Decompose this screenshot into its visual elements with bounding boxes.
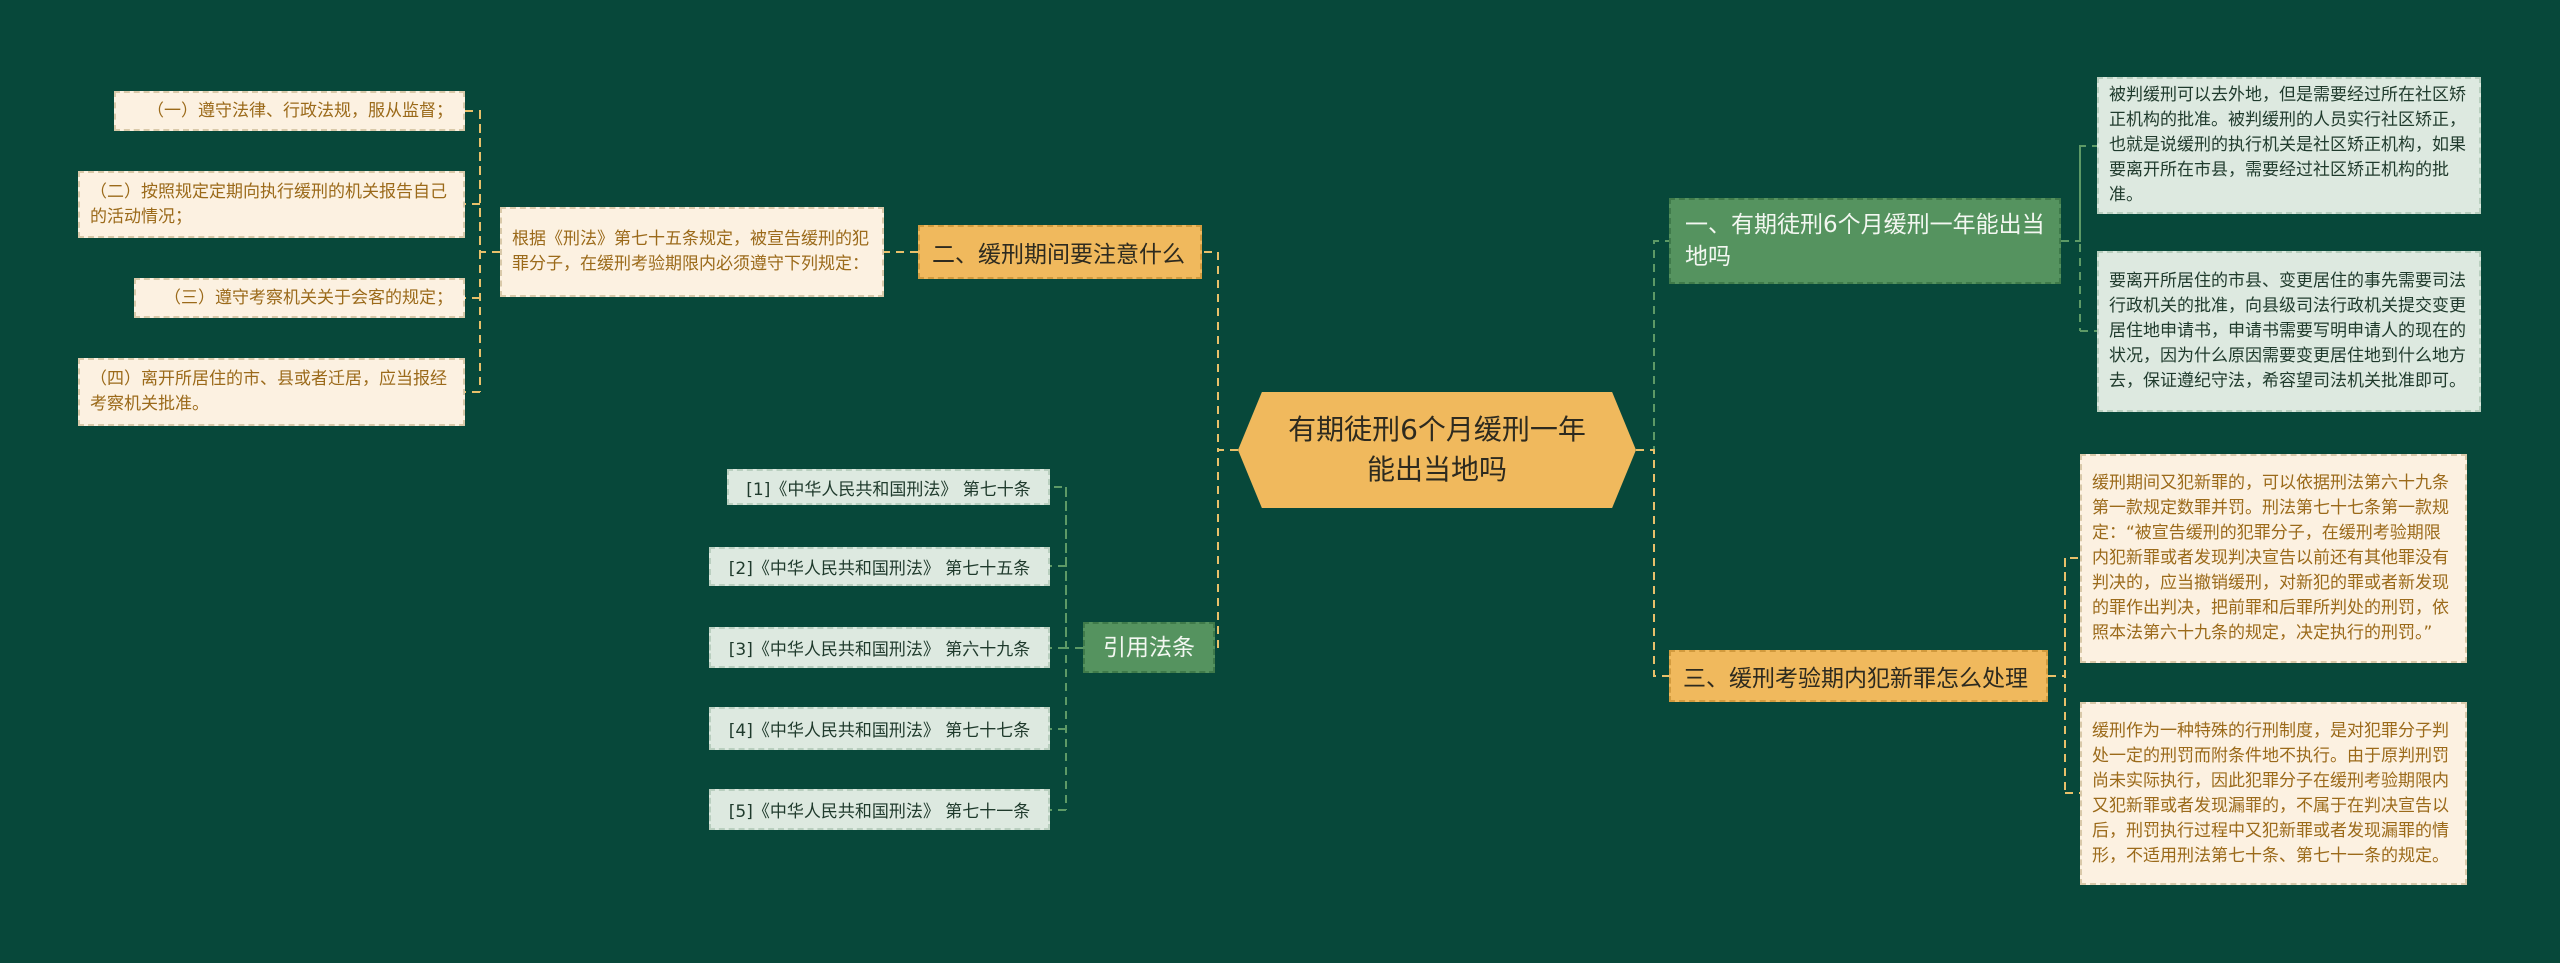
note-text: （三）遵守考察机关关于会客的规定； (164, 287, 453, 308)
branch-label: 二、缓刑期间要注意什么 (932, 242, 1185, 268)
reference-item[interactable]: [5]《中华人民共和国刑法》 第七十一条 (709, 789, 1050, 830)
ref-text: [4]《中华人民共和国刑法》 第七十七条 (728, 721, 1031, 741)
ref-text: [3]《中华人民共和国刑法》 第六十九条 (728, 640, 1031, 660)
branch-label: 一、有期徒刑6个月缓刑一年能出当地吗 (1685, 212, 2045, 270)
intro-note[interactable]: 根据《刑法》第七十五条规定，被宣告缓刑的犯罪分子，在缓刑考验期限内必须遵守下列规… (500, 207, 884, 297)
note-text: 根据《刑法》第七十五条规定，被宣告缓刑的犯罪分子，在缓刑考验期限内必须遵守下列规… (512, 229, 869, 274)
note-text: 缓刑作为一种特殊的行刑制度，是对犯罪分子判处一定的刑罚而附条件地不执行。由于原判… (2092, 720, 2449, 866)
branch-attention[interactable]: 二、缓刑期间要注意什么 (918, 225, 1202, 279)
reference-item[interactable]: [4]《中华人民共和国刑法》 第七十七条 (709, 707, 1050, 750)
note-text: 要离开所居住的市县、变更居住的事先需要司法行政机关的批准，向县级司法行政机关提交… (2109, 271, 2466, 391)
rule-item-3[interactable]: （三）遵守考察机关关于会客的规定； (134, 278, 465, 318)
answer-note-1[interactable]: 被判缓刑可以去外地，但是需要经过所在社区矫正机构的批准。被判缓刑的人员实行社区矫… (2097, 77, 2481, 214)
reference-item[interactable]: [3]《中华人民共和国刑法》 第六十九条 (709, 627, 1050, 668)
branch-references[interactable]: 引用法条 (1083, 622, 1215, 673)
reference-item[interactable]: [2]《中华人民共和国刑法》 第七十五条 (709, 547, 1050, 586)
note-text: 被判缓刑可以去外地，但是需要经过所在社区矫正机构的批准。被判缓刑的人员实行社区矫… (2109, 85, 2466, 205)
central-topic-label: 有期徒刑6个月缓刑一年能出当地吗 (1288, 413, 1586, 486)
ref-text: [2]《中华人民共和国刑法》 第七十五条 (728, 559, 1031, 579)
branch-new-crime[interactable]: 三、缓刑考验期内犯新罪怎么处理 (1669, 650, 2048, 702)
branch-leave-locality[interactable]: 一、有期徒刑6个月缓刑一年能出当地吗 (1669, 198, 2061, 284)
answer-note-2[interactable]: 要离开所居住的市县、变更居住的事先需要司法行政机关的批准，向县级司法行政机关提交… (2097, 251, 2481, 412)
note-text: 缓刑期间又犯新罪的，可以依据刑法第六十九条第一款规定数罪并罚。刑法第七十七条第一… (2092, 473, 2449, 643)
branch-label: 三、缓刑考验期内犯新罪怎么处理 (1683, 666, 2028, 692)
new-crime-note-2[interactable]: 缓刑作为一种特殊的行刑制度，是对犯罪分子判处一定的刑罚而附条件地不执行。由于原判… (2080, 702, 2467, 885)
note-text: （二）按照规定定期向执行缓刑的机关报告自己的活动情况； (90, 181, 447, 227)
note-text: （一）遵守法律、行政法规，服从监督； (147, 100, 453, 121)
central-topic[interactable]: 有期徒刑6个月缓刑一年能出当地吗 (1238, 392, 1636, 508)
reference-item[interactable]: [1]《中华人民共和国刑法》 第七十条 (727, 469, 1050, 505)
branch-label: 引用法条 (1103, 634, 1195, 661)
rule-item-1[interactable]: （一）遵守法律、行政法规，服从监督； (114, 91, 465, 131)
new-crime-note-1[interactable]: 缓刑期间又犯新罪的，可以依据刑法第六十九条第一款规定数罪并罚。刑法第七十七条第一… (2080, 454, 2467, 663)
ref-text: [1]《中华人民共和国刑法》 第七十条 (746, 479, 1031, 500)
rule-item-2[interactable]: （二）按照规定定期向执行缓刑的机关报告自己的活动情况； (78, 171, 465, 238)
rule-item-4[interactable]: （四）离开所居住的市、县或者迁居，应当报经考察机关批准。 (78, 358, 465, 426)
ref-text: [5]《中华人民共和国刑法》 第七十一条 (728, 802, 1031, 822)
note-text: （四）离开所居住的市、县或者迁居，应当报经考察机关批准。 (90, 369, 447, 414)
